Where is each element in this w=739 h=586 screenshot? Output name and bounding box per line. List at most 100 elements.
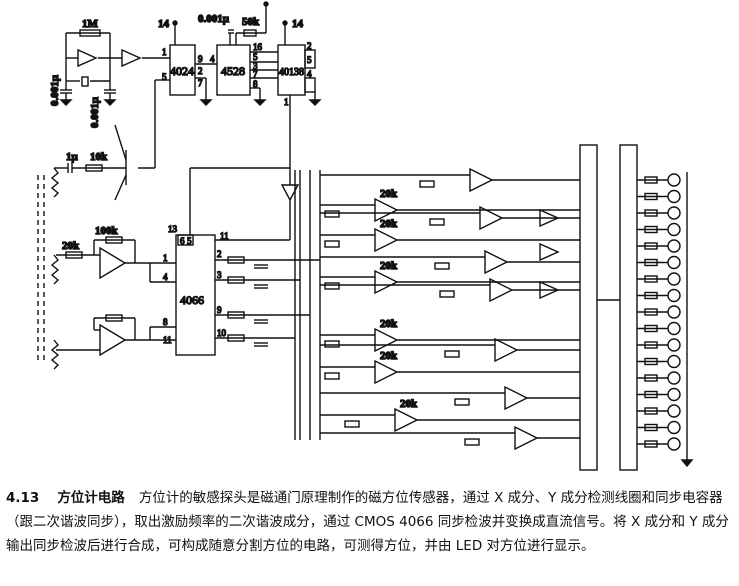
led-icon	[667, 288, 681, 303]
led-icon	[667, 321, 681, 336]
sensor-coils	[37, 175, 45, 360]
pin-label: 6	[180, 236, 185, 246]
r-stage-label: 20k	[380, 318, 398, 330]
pin-label: 13	[168, 224, 178, 234]
comparator-op-amp	[394, 407, 419, 433]
pin-label: 4	[210, 54, 215, 64]
resistor	[644, 176, 658, 184]
r-feedback-label: 1M	[82, 18, 99, 30]
comparator-op-amp	[494, 337, 519, 363]
coil-x2	[50, 254, 60, 285]
r-stage-label: 20k	[380, 350, 398, 362]
comparator-op-amp	[484, 249, 509, 275]
comparator-op-amp	[374, 359, 399, 385]
comparator-op-amp	[514, 425, 539, 451]
pin-label: 8	[163, 317, 168, 327]
r-4528-label: 50k	[242, 16, 260, 28]
inverter	[539, 280, 560, 300]
ic-4528-label: 4528	[221, 64, 245, 78]
resistor	[644, 308, 658, 316]
figure-title: 方位计电路	[57, 490, 125, 506]
c-osc-1-label: 0.001μ	[49, 74, 61, 106]
pin-label: 1	[163, 253, 168, 263]
circuit-schematic: 1M 0.001μ 0.001μ 4024 14 1 5 9 2 7 4528 …	[37, 1, 694, 471]
op-amp-y	[99, 323, 127, 357]
led-icon	[667, 305, 681, 319]
led-icon	[667, 206, 681, 220]
resistor	[644, 423, 658, 432]
resistor	[644, 324, 658, 333]
pin-label: 16	[253, 42, 263, 52]
inverter	[77, 48, 98, 68]
led-icon	[667, 354, 681, 369]
resistor	[444, 350, 460, 358]
resistor	[644, 192, 658, 201]
resistor	[644, 407, 658, 415]
ground-icon	[253, 99, 267, 106]
pin-label: 4	[163, 272, 168, 282]
inverter	[539, 242, 560, 262]
led-icon	[667, 371, 681, 385]
resistor	[429, 218, 445, 226]
ic-4024-label: 4024	[170, 64, 194, 78]
resistor	[227, 276, 245, 284]
comparator-op-amp	[374, 269, 399, 295]
led-icon	[667, 222, 681, 237]
op-amp-x	[99, 246, 127, 280]
r-stage-label: 20k	[380, 188, 398, 200]
pin-label: 11	[163, 335, 172, 345]
c-4528-label: 0.001μ	[198, 13, 230, 25]
r-amp-in-label: 20k	[62, 240, 80, 252]
pin-label: 5	[307, 55, 312, 65]
resistor	[644, 374, 658, 382]
resistor-10k	[85, 164, 103, 172]
led-icon	[667, 420, 681, 435]
pin-label: 11	[220, 231, 229, 241]
resistor	[227, 256, 245, 264]
resistor	[324, 372, 340, 380]
resistor	[439, 290, 455, 298]
vdd-label: 14	[292, 18, 304, 30]
pin-label: 8	[253, 79, 258, 89]
comparator-op-amp	[374, 327, 399, 353]
led-array	[637, 172, 694, 468]
resistor	[227, 334, 245, 342]
resistor	[644, 275, 658, 283]
pin-label: 9	[198, 54, 203, 64]
logic-block-2	[619, 144, 638, 471]
logic-block-1	[579, 144, 598, 471]
resistor	[644, 258, 658, 267]
comparator-op-amp	[374, 227, 399, 253]
pin-label: 1	[162, 47, 167, 57]
figure-text: 方位计的敏感探头是磁通门原理制作的磁方位传感器，通过 X 成分、Y 成分检测线圈…	[6, 490, 729, 554]
c-osc-2-label: 0.001μ	[89, 96, 101, 128]
r-stage-label: 20k	[380, 218, 398, 230]
crystal-icon	[81, 76, 89, 87]
resistor	[324, 282, 340, 290]
resistor-50k	[243, 29, 257, 37]
led-icon	[667, 387, 681, 402]
resistor	[644, 440, 658, 448]
pin-label: 2	[198, 66, 203, 76]
r-stage-label: 20k	[400, 398, 418, 410]
led-icon	[667, 189, 681, 204]
led-icon	[667, 338, 681, 352]
pin-label: 5	[253, 52, 258, 62]
ground-icon	[103, 99, 117, 106]
pin-label: 3	[253, 61, 258, 71]
ic-4024	[169, 44, 196, 96]
ground-icon	[308, 99, 322, 106]
ic-40138-label: 40138	[279, 67, 304, 78]
pin-label: 7	[198, 78, 203, 88]
comparator-op-amp	[469, 167, 494, 193]
led-icon	[667, 272, 681, 286]
pin-label: 7	[253, 69, 258, 79]
ground-icon	[59, 99, 73, 106]
comparator-op-amp	[504, 385, 529, 411]
pin-label: 4	[307, 69, 312, 79]
led-icon	[667, 239, 681, 253]
resistor	[644, 291, 658, 300]
r-amp-fb-label: 100k	[95, 225, 119, 237]
